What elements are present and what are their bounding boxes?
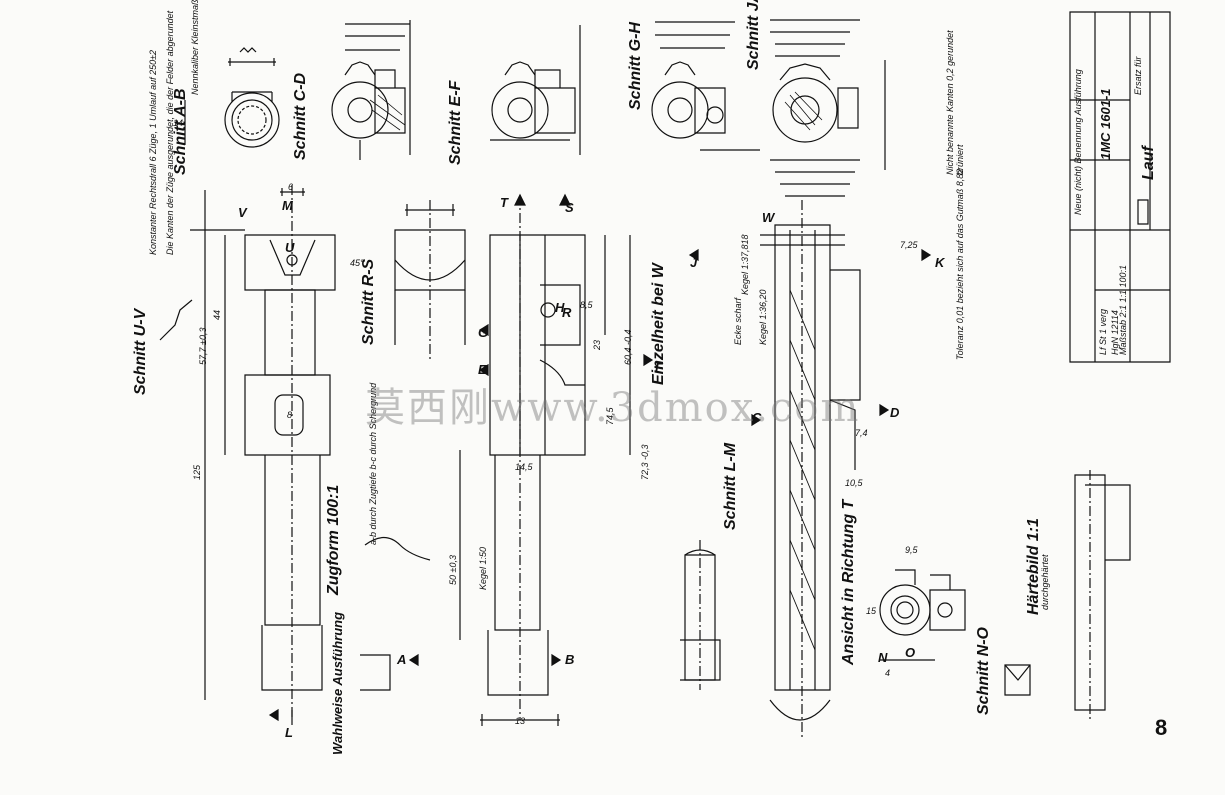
material-1: Lf St 1 verg <box>1098 308 1108 355</box>
section-gh-view <box>652 22 760 150</box>
small-tube-view <box>680 540 720 690</box>
letter-s: S <box>565 200 574 215</box>
scale-info: Maßstab 2:1 1:1 100:1 <box>1118 264 1128 355</box>
letter-b: B <box>565 652 575 667</box>
section-ja-view <box>770 20 885 196</box>
section-no-label: Schnitt N-O <box>975 627 992 715</box>
note-tolerance: Toleranz 0,01 bezieht sich auf das Gutma… <box>955 168 965 360</box>
section-lm-view <box>760 200 860 740</box>
dim-10-5: 10,5 <box>845 478 863 488</box>
letter-u: U <box>285 240 295 255</box>
letter-l: L <box>285 725 293 740</box>
note-edges: Die Kanten der Züge ausgerundet, die der… <box>165 10 175 255</box>
section-uv-view <box>160 185 335 725</box>
letter-k: K <box>935 255 945 270</box>
dim-14-5: 14,5 <box>515 462 533 472</box>
section-no-view <box>1005 665 1030 695</box>
letter-c: C <box>752 410 762 425</box>
letter-r: R <box>562 305 572 320</box>
barrel-side-view <box>460 195 630 726</box>
section-ef-view <box>490 25 580 155</box>
dim-13: 13 <box>515 716 526 726</box>
note-taper-3: Kegel 1:50 <box>478 546 488 590</box>
dim-45deg: 45° <box>350 258 364 268</box>
section-arrows <box>268 193 932 722</box>
letter-o: O <box>905 645 916 660</box>
letter-a: A <box>397 652 407 667</box>
dim-57-7: 57,7 ±0,3 <box>198 327 208 365</box>
dim-14: 14 <box>173 118 184 128</box>
section-rs-view <box>395 200 465 360</box>
letter-v: V <box>238 205 247 220</box>
letter-e: E <box>478 362 487 377</box>
section-cd-label: Schnitt C-D <box>292 72 309 160</box>
letter-f: F <box>655 360 663 375</box>
dim-125: 125 <box>192 464 202 480</box>
title-block-frame <box>1070 12 1170 362</box>
part-name: Lauf <box>1140 146 1157 180</box>
dim-44: 44 <box>212 309 222 320</box>
dim-9-5: 9,5 <box>905 545 918 555</box>
letter-d: D <box>890 405 900 420</box>
rifling-form-view <box>360 538 430 691</box>
dim-60-4: 60,4 -0,4 <box>623 329 633 365</box>
section-ab-view <box>185 48 279 147</box>
title-header-note: Neue (nicht) Benennung Ausführung <box>1073 69 1083 215</box>
dim-7-4: 7,4 <box>855 428 868 438</box>
section-ef-label: Schnitt E-F <box>447 80 464 165</box>
page-number: 8 <box>1155 715 1168 740</box>
section-ja-label: Schnitt JA <box>745 0 762 70</box>
view-t-label: Ansicht in Richtung T <box>840 499 857 665</box>
note-twist: Konstanter Rechtsdrall 6 Züge, 1 Umlauf … <box>148 49 158 255</box>
watermark-text: 莫西刚www.3dmox.com <box>365 385 861 431</box>
section-rs-label: Schnitt R-S <box>360 258 377 345</box>
dim-15: 15 <box>866 606 877 616</box>
letter-n: N <box>878 650 888 665</box>
section-cd-view <box>332 20 410 160</box>
dim-6: 6 <box>288 182 294 192</box>
letter-j: J <box>690 255 698 270</box>
section-lm-label: Schnitt L-M <box>722 442 739 530</box>
letter-t: T <box>500 195 508 210</box>
dim-72-3: 72,3 -0,3 <box>640 444 650 480</box>
dim-8: 8 <box>287 410 293 420</box>
note-sharp-corner: Ecke scharf <box>733 297 743 345</box>
section-uv-label: Schnitt U-V <box>132 308 149 395</box>
dim-8-5: 8,5 <box>580 300 593 310</box>
dim-23: 23 <box>592 339 602 350</box>
rifling-form-label: Zugform 100:1 <box>325 484 342 595</box>
note-caliber: Nennkaliber Kleinstmaß 8,81 <box>190 0 200 95</box>
hardening-view <box>1075 470 1130 720</box>
dim-50: 50 ±0,3 <box>448 555 458 585</box>
note-edges-round: Nicht benannte Kanten 0,2 gerundet <box>945 30 955 175</box>
letter-h: H <box>555 300 565 315</box>
note-taper-1: Kegel 1:37,818 <box>740 234 750 295</box>
view-direction-t <box>880 570 965 660</box>
replacement-field: Ersatz für <box>1133 56 1143 95</box>
letter-g: G <box>478 325 489 340</box>
letter-w: W <box>762 210 775 225</box>
alternative-design-label: Wahlweise Ausführung <box>330 611 345 755</box>
note-taper-2: Kegel 1:36,20 <box>758 289 768 345</box>
note-through-hardened: durchgehärtet <box>1040 554 1050 610</box>
dim-4: 4 <box>885 668 891 678</box>
drawing-number: 1MC 1601-1 <box>1098 88 1113 160</box>
letter-m: M <box>282 198 293 213</box>
dim-7-25: 7,25 <box>900 240 918 250</box>
section-gh-label: Schnitt G-H <box>627 22 644 110</box>
